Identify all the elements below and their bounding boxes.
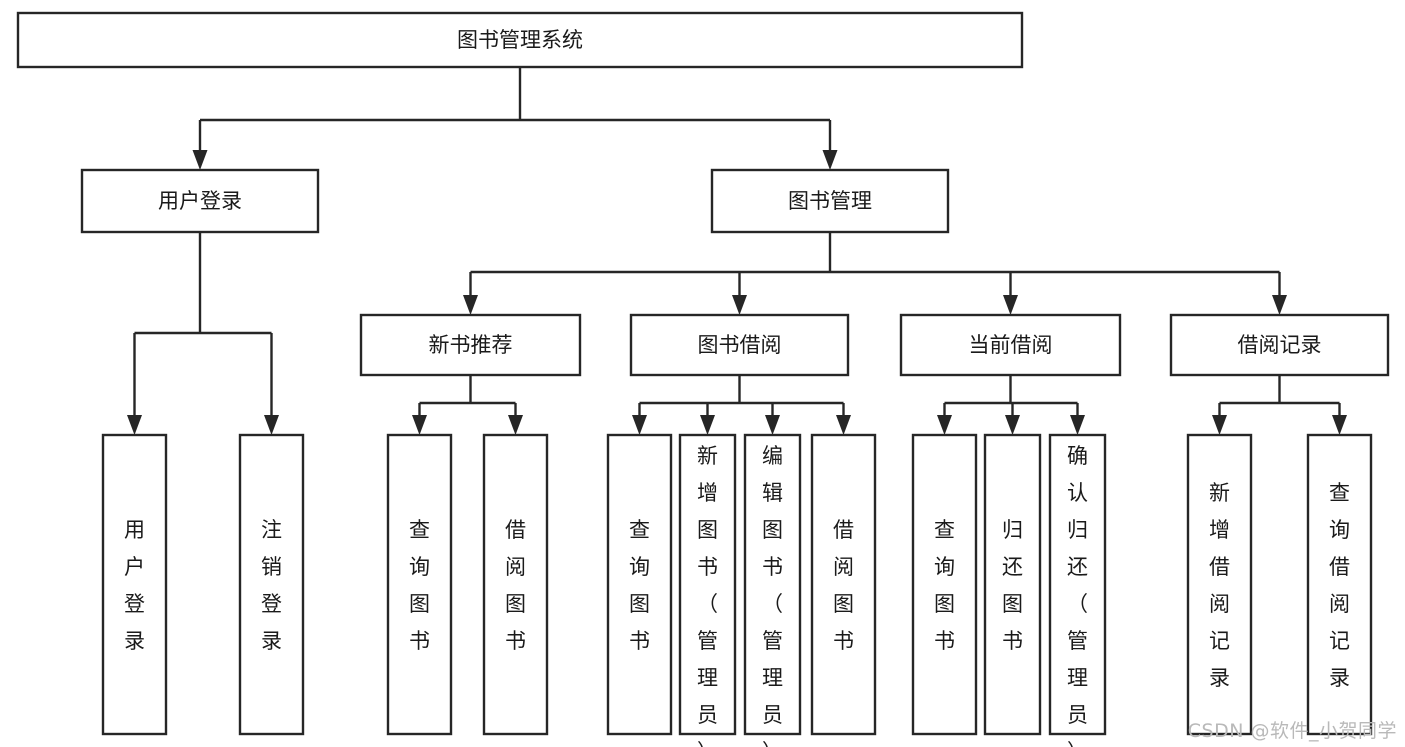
- node-box: [359, 313, 582, 377]
- node-label: 注销登录: [261, 518, 282, 653]
- node-label: 用户登录: [158, 189, 242, 213]
- node-label: 确认归还（管理员）: [1067, 444, 1088, 747]
- node-label: 借阅图书: [505, 518, 526, 653]
- node-label: 借阅图书: [833, 518, 854, 653]
- node-box: [710, 168, 950, 234]
- node-label: 图书管理: [788, 189, 872, 213]
- node-borrow-record[interactable]: 借阅记录: [1169, 313, 1390, 377]
- node-box: [743, 433, 802, 736]
- node-root[interactable]: 图书管理系统: [16, 11, 1024, 69]
- node-leaf-user-login[interactable]: 用户登录: [101, 433, 168, 736]
- connector-group: [127, 232, 279, 435]
- node-label: 新增借阅记录: [1209, 481, 1230, 690]
- node-box: [629, 313, 850, 377]
- node-leaf-query-book-3[interactable]: 查询图书: [911, 433, 978, 736]
- node-book-borrow[interactable]: 图书借阅: [629, 313, 850, 377]
- node-label: 当前借阅: [969, 333, 1053, 357]
- node-label: 借阅记录: [1238, 333, 1322, 357]
- node-leaf-borrow-book-1[interactable]: 借阅图书: [482, 433, 549, 736]
- node-label: 查询图书: [934, 518, 955, 653]
- node-box: [482, 433, 549, 736]
- node-user-login[interactable]: 用户登录: [80, 168, 320, 234]
- node-label: 图书管理系统: [457, 28, 583, 52]
- node-label: 查询图书: [409, 518, 430, 653]
- node-box: [386, 433, 453, 736]
- node-box: [101, 433, 168, 736]
- node-leaf-edit-book[interactable]: 编辑图书（管理员）: [743, 433, 802, 747]
- node-label: 查询借阅记录: [1329, 481, 1350, 690]
- node-label: 查询图书: [629, 518, 650, 653]
- node-label: 编辑图书（管理员）: [762, 444, 783, 747]
- node-leaf-confirm-return[interactable]: 确认归还（管理员）: [1048, 433, 1107, 747]
- node-leaf-query-record[interactable]: 查询借阅记录: [1306, 433, 1373, 736]
- node-leaf-query-book-2[interactable]: 查询图书: [606, 433, 673, 736]
- node-box: [238, 433, 305, 736]
- connectors-layer: [127, 67, 1347, 435]
- node-label: 图书借阅: [698, 333, 782, 357]
- nodes-layer: 图书管理系统用户登录图书管理新书推荐图书借阅当前借阅借阅记录用户登录注销登录查询…: [16, 11, 1390, 747]
- node-box: [1306, 433, 1373, 736]
- node-box: [911, 433, 978, 736]
- node-box: [899, 313, 1122, 377]
- connector-group: [1212, 375, 1347, 435]
- node-label: 用户登录: [124, 518, 145, 653]
- node-label: 新增图书（管理员）: [697, 444, 718, 747]
- node-leaf-logout[interactable]: 注销登录: [238, 433, 305, 736]
- node-box: [810, 433, 877, 736]
- connector-group: [463, 232, 1287, 315]
- node-box: [983, 433, 1042, 736]
- connector-group: [937, 375, 1085, 435]
- node-box: [1048, 433, 1107, 736]
- node-leaf-add-record[interactable]: 新增借阅记录: [1186, 433, 1253, 736]
- node-leaf-borrow-book-2[interactable]: 借阅图书: [810, 433, 877, 736]
- node-book-manage[interactable]: 图书管理: [710, 168, 950, 234]
- node-box: [16, 11, 1024, 69]
- node-box: [678, 433, 737, 736]
- connector-group: [412, 375, 523, 435]
- node-leaf-query-book-1[interactable]: 查询图书: [386, 433, 453, 736]
- node-box: [1186, 433, 1253, 736]
- node-leaf-add-book[interactable]: 新增图书（管理员）: [678, 433, 737, 747]
- node-label: 新书推荐: [429, 333, 513, 357]
- node-box: [1169, 313, 1390, 377]
- node-leaf-return-book[interactable]: 归还图书: [983, 433, 1042, 736]
- connector-group: [192, 67, 838, 170]
- node-current-borrow[interactable]: 当前借阅: [899, 313, 1122, 377]
- node-box: [80, 168, 320, 234]
- connector-group: [632, 375, 851, 435]
- node-box: [606, 433, 673, 736]
- node-label: 归还图书: [1002, 518, 1023, 653]
- node-new-book-rec[interactable]: 新书推荐: [359, 313, 582, 377]
